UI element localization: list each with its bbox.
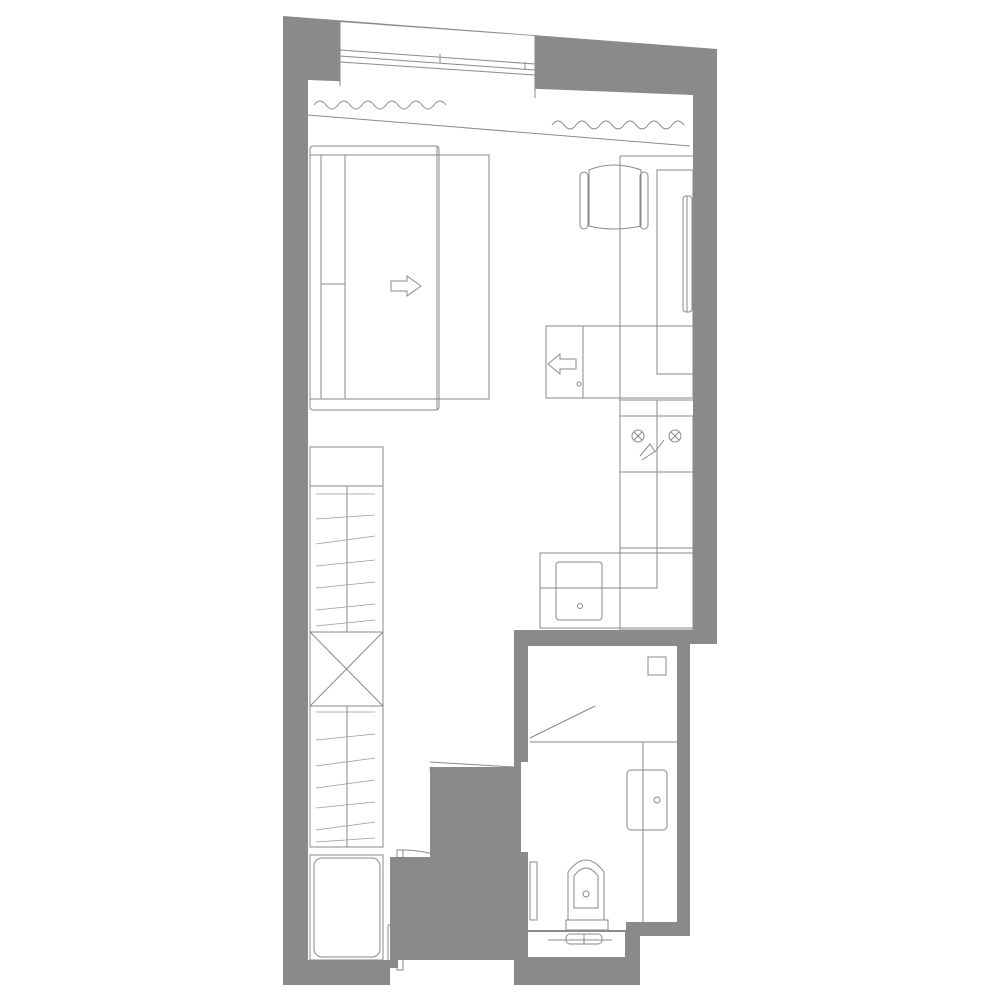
entry-opening <box>398 960 514 972</box>
hangers-lower <box>315 711 376 843</box>
bathroom-interior <box>521 646 677 930</box>
towel-rail <box>529 861 538 921</box>
bathroom-door <box>429 761 515 853</box>
sofa-bed <box>309 145 490 411</box>
niche-fixture <box>548 933 612 945</box>
radiator-icon <box>307 100 691 147</box>
armchair <box>579 164 649 230</box>
shower <box>529 656 677 922</box>
walls <box>283 16 717 985</box>
hangers-upper <box>315 493 376 627</box>
window <box>339 22 536 98</box>
window-opening <box>340 22 535 98</box>
kitchen-sink <box>539 552 694 630</box>
arrow-right-icon <box>390 275 422 297</box>
arrow-left-icon <box>547 352 577 376</box>
kitchen-counter <box>539 325 694 631</box>
radiator-right <box>551 120 685 130</box>
wardrobe <box>309 446 384 848</box>
shoe-cabinet <box>309 854 384 961</box>
washbasin <box>626 769 668 831</box>
door-swing-icon <box>387 849 514 971</box>
toilet <box>565 859 609 931</box>
radiator-left <box>313 100 447 110</box>
